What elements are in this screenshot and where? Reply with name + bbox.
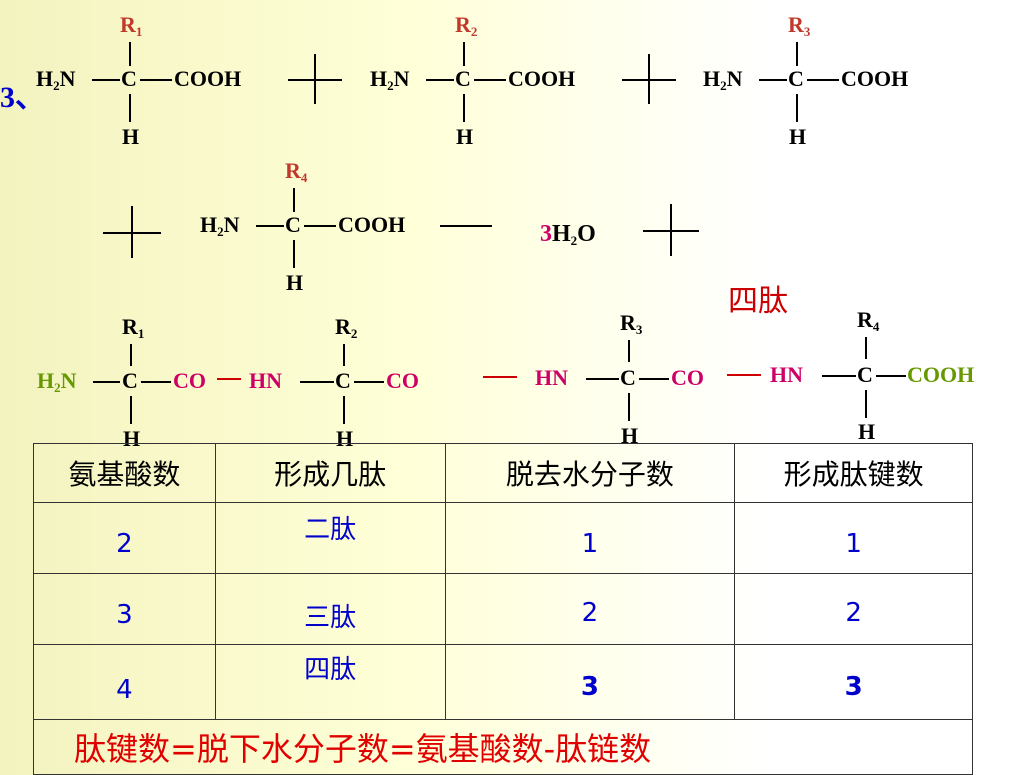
carboxyl-group: COOH [174,66,242,91]
carboxyl-group: COOH [338,212,406,237]
alpha-carbon: C [455,66,471,91]
r-group-label: R4 [285,158,308,185]
hydrogen: H [122,124,140,149]
hydrogen: H [858,419,876,444]
hydrogen: H [456,124,474,149]
table-cell: 三肽 [214,573,446,645]
r-group-label: R1 [122,314,145,341]
hydrogen: H [789,124,807,149]
carboxyl-group: COOH [508,66,576,91]
table-header: 形成几肽 [214,443,446,503]
imino-group: HN [249,368,282,393]
table-header: 脱去水分子数 [444,443,736,503]
r-group-label: R3 [788,12,811,39]
table-cell: 3 [33,573,216,645]
amino-group: H2N [36,66,76,93]
hydrogen: H [286,270,304,295]
r-group-label: R1 [120,12,143,39]
carbonyl-group: CO [386,368,419,393]
table-cell: 二肽 [214,502,446,574]
table-row: 3 三肽 2 2 [33,573,973,645]
carboxyl-terminus: COOH [907,362,975,387]
imino-group: HN [770,362,803,387]
amino-group: H2N [703,66,743,93]
table-cell: 2 [33,502,216,574]
table-cell: 四肽 [214,644,446,720]
carboxyl-group: COOH [841,66,909,91]
amino-group: H2N [370,66,410,93]
r-group-label: R2 [335,314,358,341]
table-cell: 2 [444,573,736,645]
table-cell: 1 [444,502,736,574]
alpha-carbon: C [121,66,137,91]
table-cell: 3 [444,644,736,720]
product-name: 四肽 [728,284,788,319]
alpha-carbon: C [788,66,804,91]
imino-group: HN [535,365,568,390]
table-cell: 3 [734,644,973,720]
alpha-carbon: C [335,368,351,393]
table-cell: 2 [734,573,973,645]
peptide-bond-formula: 肽键数=脱下水分子数=氨基酸数-肽链数 [33,719,973,775]
carbonyl-group: CO [671,365,704,390]
water-molecule: 3H2O [540,221,596,248]
alpha-carbon: C [857,362,873,387]
hydrogen: H [621,423,639,448]
r-group-label: R3 [620,310,643,337]
alpha-carbon: C [122,368,138,393]
r-group-label: R2 [455,12,478,39]
table-row: 4 四肽 3 3 [33,644,973,720]
amino-terminus: H2N [37,368,77,395]
table-row: 2 二肽 1 1 [33,502,973,574]
table-cell: 4 [33,644,216,720]
carbonyl-group: CO [173,368,206,393]
table-cell: 1 [734,502,973,574]
table-header-row: 氨基酸数 形成几肽 脱去水分子数 形成肽键数 [33,443,973,503]
table-header: 形成肽键数 [734,443,973,503]
item-number: 3、 [0,81,45,114]
amino-group: H2N [200,212,240,239]
alpha-carbon: C [620,365,636,390]
r-group-label: R4 [857,307,880,334]
table-header: 氨基酸数 [33,443,216,503]
alpha-carbon: C [285,212,301,237]
peptide-summary-table: 氨基酸数 形成几肽 脱去水分子数 形成肽键数 2 二肽 1 1 3 三肽 2 2… [33,443,973,775]
